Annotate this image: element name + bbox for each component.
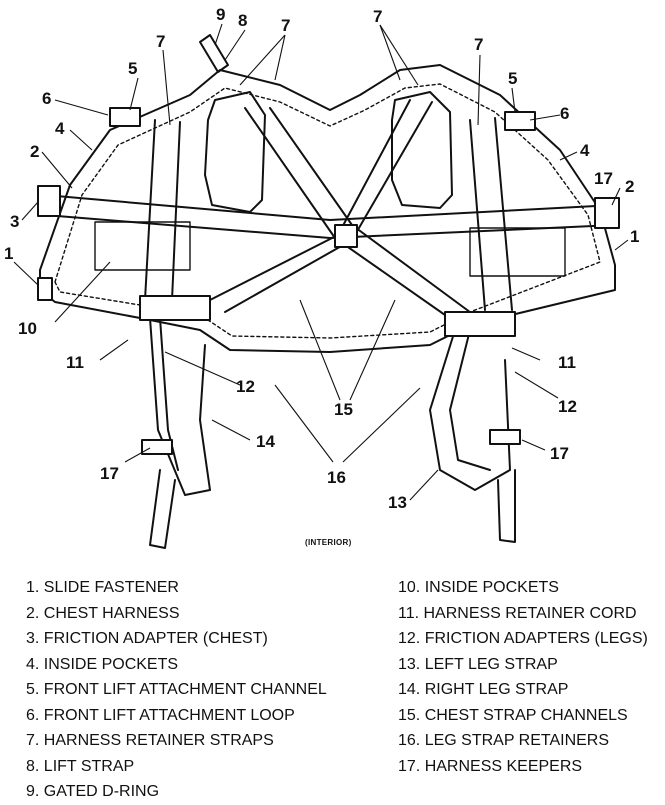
legend-item: 3. FRICTION ADAPTER (CHEST) <box>26 630 268 647</box>
callout-12: 12 <box>236 377 255 396</box>
right-lift-loop <box>504 111 536 131</box>
right-leg-keeper <box>489 429 521 445</box>
callout-1: 1 <box>630 227 640 246</box>
legend-item: 6. FRONT LIFT ATTACHMENT LOOP <box>26 706 295 724</box>
center-channel-keeper <box>334 224 358 248</box>
left-leg-keeper <box>141 439 173 455</box>
callout-17: 17 <box>550 444 569 463</box>
gated-d-ring <box>199 34 229 73</box>
callout-2: 2 <box>625 177 635 196</box>
callout-12: 12 <box>558 397 577 416</box>
harness-diagram <box>13 23 629 549</box>
callout-8: 8 <box>238 11 248 30</box>
right-keeper <box>444 311 516 337</box>
left-friction-adapter-chest <box>37 185 61 217</box>
callout-9: 9 <box>216 5 226 24</box>
legend-item: 16. LEG STRAP RETAINERS <box>398 732 610 749</box>
legend-item: 13. LEFT LEG STRAP <box>398 655 558 673</box>
legend-item: 14. RIGHT LEG STRAP <box>398 681 569 698</box>
callout-3: 3 <box>10 212 20 231</box>
left-slide-fastener <box>37 277 53 301</box>
callout-5: 5 <box>128 59 138 78</box>
callout-10: 10 <box>18 319 37 338</box>
legend-item: 2. CHEST HARNESS <box>26 604 180 622</box>
callout-17: 17 <box>594 169 613 188</box>
vest-seam <box>54 83 601 339</box>
callout-15: 15 <box>334 400 353 419</box>
legend-item: 7. HARNESS RETAINER STRAPS <box>26 732 274 749</box>
callout-7: 7 <box>373 7 383 26</box>
left-leg-strap <box>429 329 511 491</box>
right-leg-tail <box>497 469 516 543</box>
callout-7: 7 <box>281 16 291 35</box>
legend-item: 10. INSIDE POCKETS <box>398 579 559 596</box>
legend-item: 15. CHEST STRAP CHANNELS <box>398 706 628 724</box>
left-pocket-opening <box>204 91 266 213</box>
legend-item: 8. LIFT STRAP <box>26 757 135 775</box>
left-vertical-strap <box>144 119 181 301</box>
callout-1: 1 <box>4 244 14 263</box>
diagram-caption: (INTERIOR) <box>305 538 352 547</box>
right-inside-pocket <box>469 227 566 277</box>
vest-outline <box>39 64 616 353</box>
callout-4: 4 <box>55 119 65 138</box>
legend-item: 11. HARNESS RETAINER CORD <box>398 604 637 622</box>
callout-11: 11 <box>558 353 576 372</box>
right-friction-adapter <box>594 197 620 229</box>
left-inside-pocket <box>94 221 191 271</box>
callout-7: 7 <box>156 32 166 51</box>
right-pocket-opening <box>391 91 453 209</box>
legend-item: 17. HARNESS KEEPERS <box>398 757 583 775</box>
legend-item: 1. SLIDE FASTENER <box>26 579 179 596</box>
callout-11: 11 <box>66 353 84 372</box>
right-leg-strap <box>149 317 211 496</box>
legend-left: 1. SLIDE FASTENER 2. CHEST HARNESS 3. FR… <box>26 575 327 805</box>
right-vertical-strap <box>469 117 513 311</box>
left-leg-tail <box>149 469 176 549</box>
left-keeper <box>139 295 211 321</box>
callout-17: 17 <box>100 464 119 483</box>
left-lift-loop <box>109 107 141 127</box>
callout-6: 6 <box>42 89 52 108</box>
callout-2: 2 <box>30 142 40 161</box>
legend-item: 4. INSIDE POCKETS <box>26 655 179 673</box>
callout-5: 5 <box>508 69 518 88</box>
callout-4: 4 <box>580 141 590 160</box>
legend-item: 9. GATED D-RING <box>26 783 160 800</box>
callout-13: 13 <box>388 493 407 512</box>
legend-right: 10. INSIDE POCKETS 11. HARNESS RETAINER … <box>398 575 648 779</box>
legend-item: 5. FRONT LIFT ATTACHMENT CHANNEL <box>26 681 327 698</box>
callout-16: 16 <box>327 468 346 487</box>
callout-6: 6 <box>560 104 570 123</box>
callout-14: 14 <box>256 432 275 451</box>
legend-item: 12. FRICTION ADAPTERS (LEGS) <box>398 630 648 647</box>
callout-7: 7 <box>474 35 484 54</box>
